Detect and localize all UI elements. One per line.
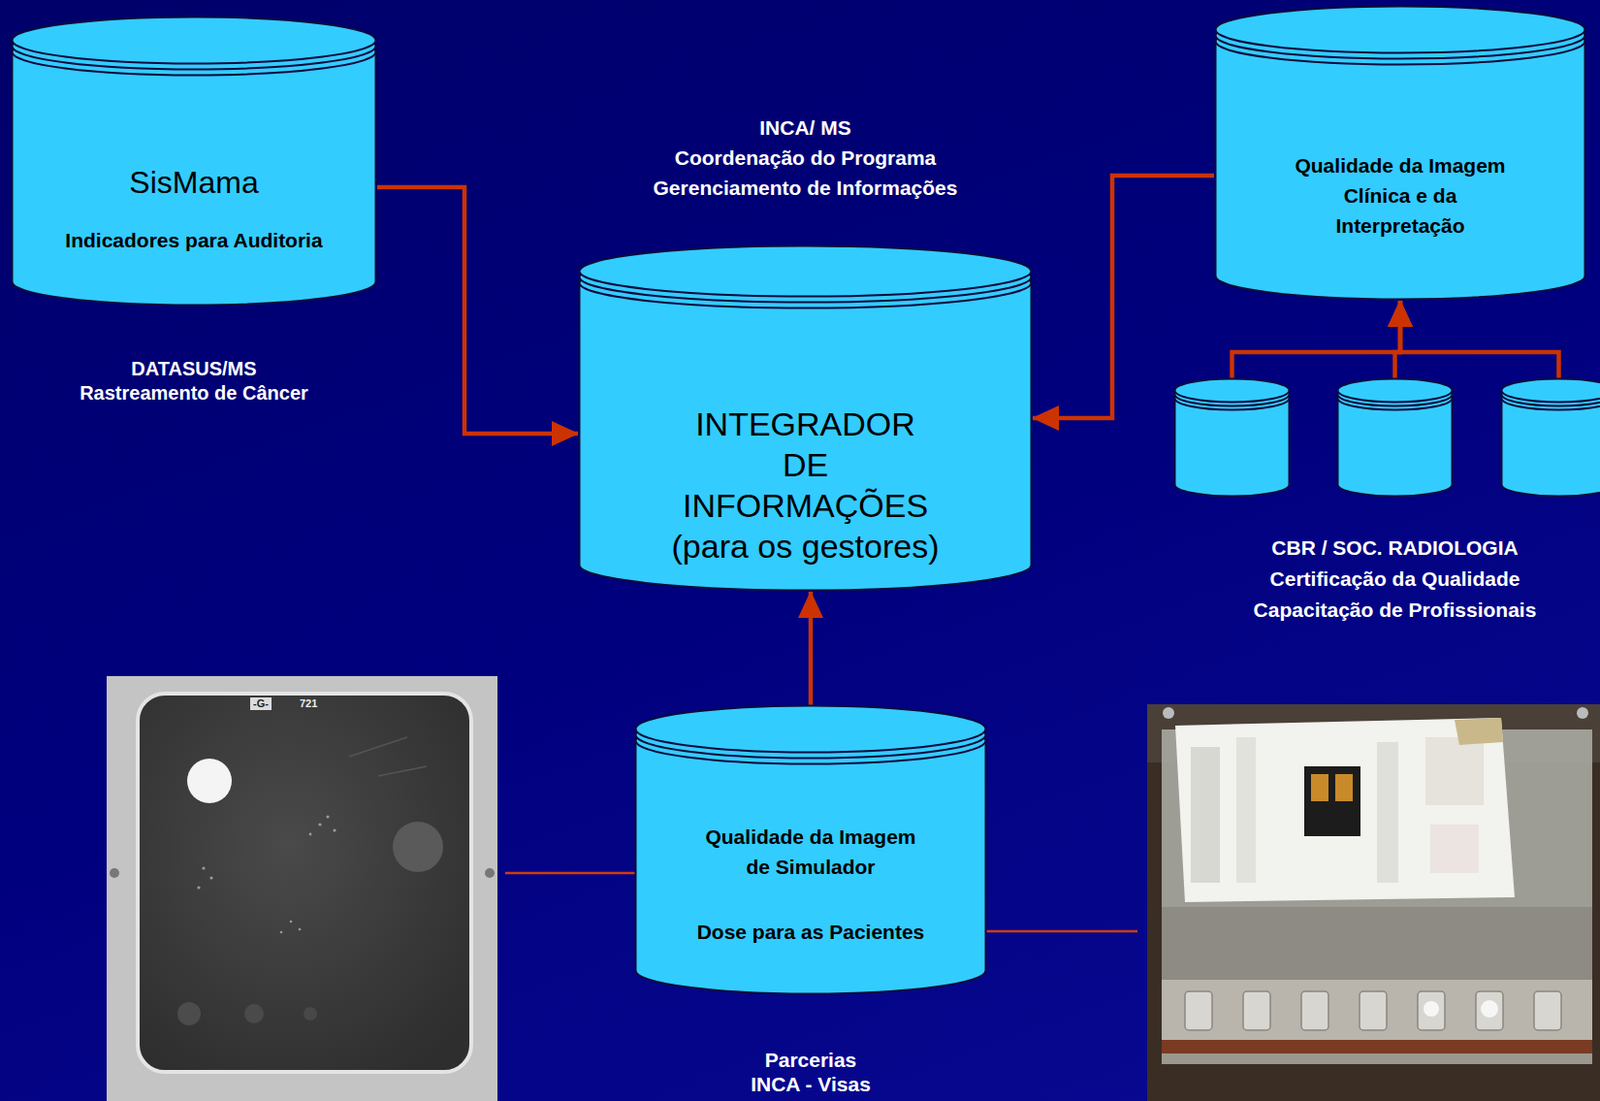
database-cylinder: SisMamaIndicadores para AuditoriaDATASUS…: [10, 15, 378, 307]
cylinder-top: [1502, 379, 1600, 403]
cylinder-shape: [1214, 4, 1587, 301]
source-heading: DATASUS/MS: [19, 356, 369, 382]
film-number: 721: [296, 697, 320, 710]
cylinder-shape: [634, 704, 988, 995]
connector-arrow: [377, 187, 578, 434]
node-title: Qualidade da Imagem Clínica e da Interpr…: [1286, 150, 1515, 241]
database-cylinder: INCA/ MSCoordenação do Programa Gerencia…: [577, 244, 1033, 592]
cylinder-body: [579, 281, 1032, 591]
cylinder-top: [1338, 379, 1453, 403]
owner-heading: INCA/ MS: [602, 112, 1010, 143]
cylinder-top: [1175, 379, 1290, 403]
database-cylinder: [1173, 377, 1291, 498]
connector-arrow: [1400, 300, 1560, 384]
node-subtitle: Indicadores para Auditoria: [24, 227, 364, 254]
phantom-film-image: [106, 675, 498, 1101]
cylinder-body: [1216, 39, 1586, 300]
cylinder-shape: [10, 15, 378, 307]
cylinder-body: [1175, 396, 1290, 497]
node-title: Qualidade da Imagem de Simulador: [697, 821, 926, 882]
cylinder-shape: [1500, 377, 1600, 498]
cylinder-top: [636, 705, 987, 753]
cylinder-shape: [1336, 377, 1454, 498]
cylinder-top: [12, 17, 377, 64]
cylinder-body: [1338, 396, 1453, 497]
owner-text: Certificação da Qualidade Capacitação de…: [1249, 563, 1541, 626]
leader-arrow: [969, 929, 1138, 933]
database-cylinder: [1500, 377, 1600, 498]
film-marker: -G-: [250, 697, 272, 710]
cylinder-shape: [1173, 377, 1291, 498]
partner-heading: Parcerias: [665, 1047, 957, 1072]
node-subtitle: (para os gestores): [621, 525, 991, 567]
node-title: INTEGRADOR DE INFORMAÇÕES: [678, 403, 933, 526]
database-cylinder: Qualidade da Imagem Clínica e da Interpr…: [1214, 4, 1587, 301]
cylinder-body: [1502, 396, 1600, 497]
partner-text: INCA - Visas: [665, 1071, 957, 1096]
cylinder-top: [1216, 6, 1586, 54]
owner-text: Coordenação do Programa Gerenciamento de…: [642, 142, 968, 203]
database-cylinder: CBR / SOC. RADIOLOGIACertificação da Qua…: [1336, 377, 1454, 498]
cylinder-top: [579, 246, 1032, 297]
database-cylinder: Qualidade da Imagem de SimuladorDose par…: [634, 704, 988, 995]
connector-arrow: [808, 591, 814, 708]
cylinder-body: [12, 50, 377, 305]
source-text: Rastreamento de Câncer: [19, 381, 369, 406]
phantom-photo: [1147, 704, 1600, 1101]
connector-arrow: [1232, 300, 1402, 384]
owner-heading: CBR / SOC. RADIOLOGIA: [1240, 532, 1551, 564]
node-title: SisMama: [29, 162, 359, 202]
node-subtitle: Dose para as Pacientes: [665, 916, 957, 947]
cylinder-body: [636, 738, 987, 993]
connector-arrow: [1032, 175, 1215, 418]
